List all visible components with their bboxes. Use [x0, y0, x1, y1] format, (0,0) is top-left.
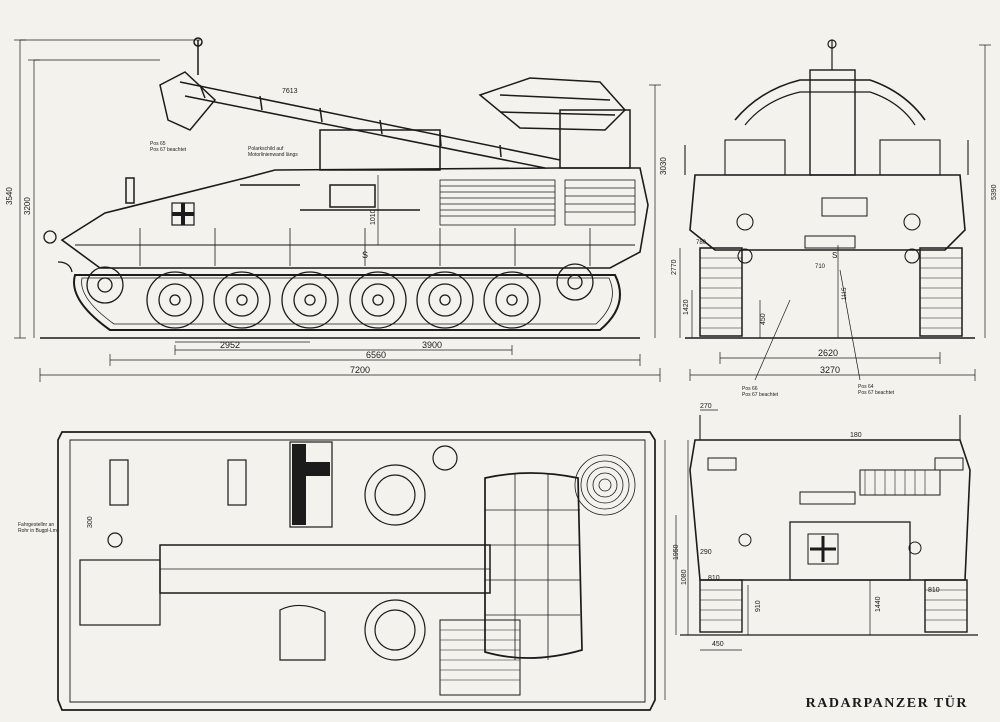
note-pos66-b: Pos 67 beachtet: [742, 392, 779, 398]
dim-track-2620: 2620: [818, 348, 838, 358]
dim-450-rear: 450: [712, 641, 724, 648]
note-mast: Polarkschild auf: [248, 146, 284, 152]
note-pos66: Pos 66: [742, 386, 758, 392]
dim-780: 780: [696, 240, 707, 246]
dim-length-6560: 6560: [366, 350, 386, 360]
dim-1440: 1440: [875, 596, 882, 612]
dim-710: 710: [815, 264, 826, 270]
dim-290: 290: [700, 549, 712, 556]
dim-450-front: 450: [760, 313, 767, 325]
note-pos65-b: Pos 67 beachtet: [150, 147, 187, 153]
dim-height-1010: 1010: [370, 209, 377, 225]
note-pos64-b: Pos 67 beachtet: [858, 390, 895, 396]
dim-1115: 1115: [842, 287, 848, 300]
dim-810: 810: [708, 575, 720, 582]
mark-s-side: S: [362, 250, 368, 260]
dim-height-2770: 2770: [671, 259, 678, 275]
front-view: 3270 2620 5390 2770 1420 450 780 710 111…: [671, 39, 998, 398]
dim-1080: 1080: [681, 569, 688, 585]
dim-width-3270: 3270: [820, 365, 840, 375]
side-view: 7200 6560 3900 2952 3540 3200 3030 1010 …: [5, 37, 668, 382]
rear-view: 270 180 290 810 1950 1080 1440 450 910 8…: [673, 403, 978, 651]
boom-label: 7613: [282, 88, 298, 95]
dim-910: 910: [755, 600, 762, 612]
top-view: 300 Fahrgestellnr an Rohr in Bugpl-Lm: [18, 431, 666, 711]
dim-1950: 1950: [673, 544, 680, 560]
dim-810-right: 810: [928, 587, 940, 594]
dim-height-3200: 3200: [23, 197, 32, 215]
dim-length-3900: 3900: [422, 340, 442, 350]
note-top-left-b: Rohr in Bugpl-Lm: [18, 528, 57, 534]
dim-wheelbase: 2952: [220, 340, 240, 350]
drawing-title: RADARPANZER TÜR: [805, 696, 968, 711]
dim-height-5390: 5390: [991, 184, 998, 200]
dim-overall-length: 7200: [350, 365, 370, 375]
dim-270: 270: [700, 403, 712, 410]
dim-180: 180: [850, 432, 862, 439]
note-mast-b: Motorlinienwand längs: [248, 152, 298, 158]
note-pos64: Pos 64: [858, 384, 874, 390]
mark-s-front: S: [832, 251, 837, 260]
dim-height-1420: 1420: [683, 299, 690, 315]
note-pos65: Pos 65: [150, 141, 166, 147]
dim-300-top: 300: [87, 516, 94, 528]
dim-height-3540: 3540: [5, 187, 14, 205]
dim-height-3030: 3030: [659, 157, 668, 175]
note-top-left: Fahrgestellnr an: [18, 522, 54, 528]
